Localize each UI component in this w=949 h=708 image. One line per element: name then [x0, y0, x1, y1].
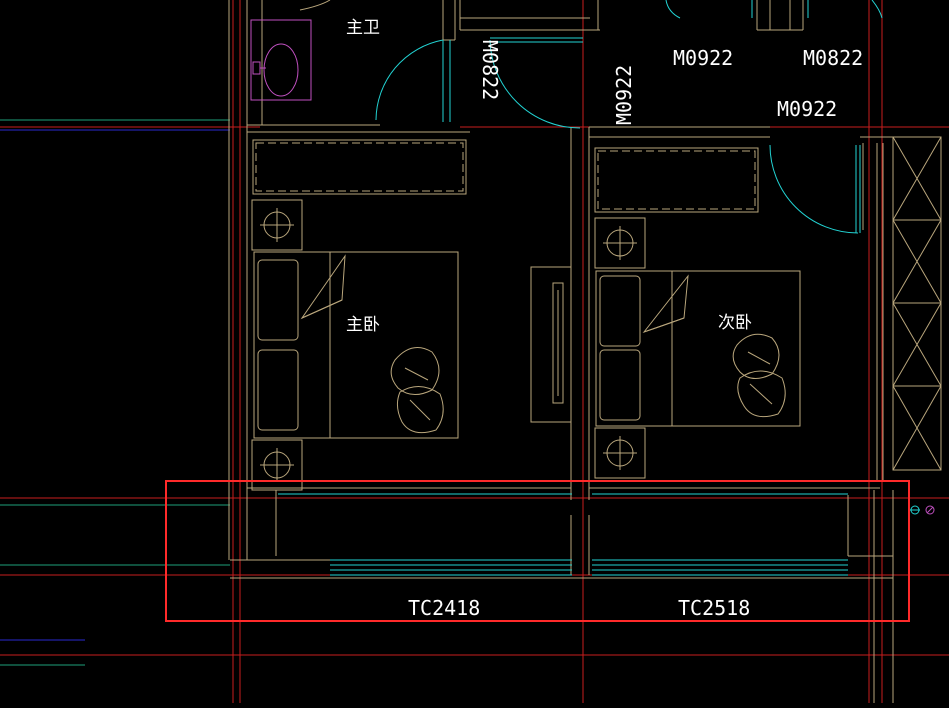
door-label-lower-right: M0922 — [777, 97, 837, 121]
bed-icon-second — [595, 270, 801, 427]
window-left — [330, 559, 572, 576]
bed-icon — [253, 251, 459, 439]
door-label-top-right-1: M0922 — [673, 46, 733, 70]
room-label-master-bedroom: 主卧 — [346, 315, 380, 335]
pillow-icon — [390, 347, 444, 434]
walls — [228, 0, 940, 703]
tv-cabinet-icon — [530, 266, 572, 423]
shaft-icon — [892, 136, 942, 471]
window-right — [592, 559, 848, 576]
pillow-icon-second — [732, 333, 786, 418]
green-lines — [0, 119, 230, 666]
selection-highlight[interactable] — [165, 480, 910, 622]
sink-icon — [250, 19, 312, 101]
window-label-left: TC2418 — [408, 596, 480, 620]
room-label-master-bath: 主卫 — [346, 18, 380, 38]
sink-arc — [299, 0, 331, 11]
wardrobe-icon — [252, 139, 759, 213]
lamp-crosshair-icon — [251, 199, 646, 491]
door-label-bath: M0822 — [478, 40, 502, 100]
room-label-second-bedroom: 次卧 — [718, 313, 752, 333]
doors — [375, 0, 883, 234]
blue-lines — [0, 129, 230, 641]
door-label-top-right-2: M0822 — [803, 46, 863, 70]
window-label-right: TC2518 — [678, 596, 750, 620]
door-label-hall: M0922 — [612, 65, 636, 125]
floor-drain-icon — [910, 505, 935, 515]
